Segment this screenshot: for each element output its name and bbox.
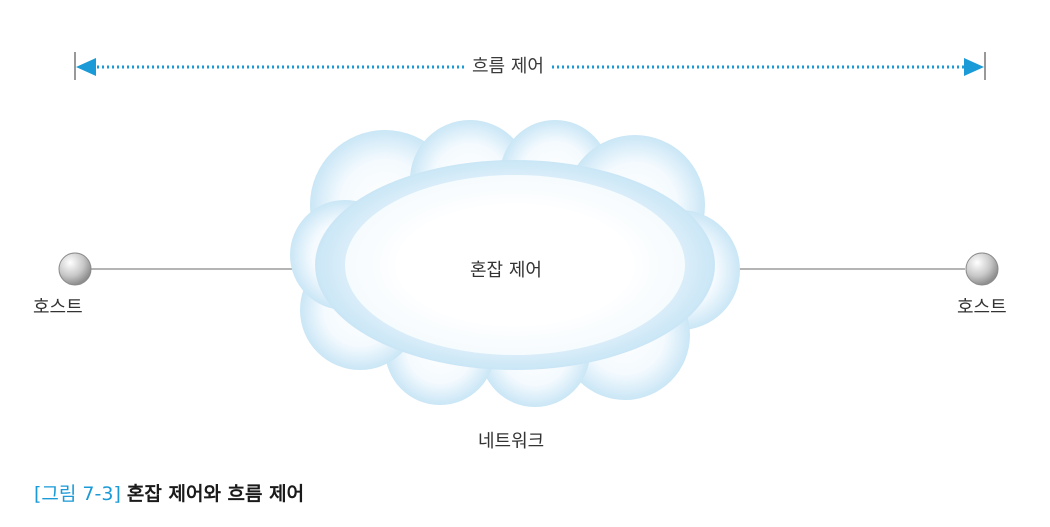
figure-caption: [그림 7-3] 혼잡 제어와 흐름 제어	[34, 485, 304, 504]
flow-arrow-left-head	[76, 58, 96, 76]
flow-arrow-right-head	[964, 58, 984, 76]
figure-number: [그림 7-3]	[34, 483, 121, 505]
flow-control-label: 흐름 제어	[464, 58, 552, 76]
host-right-node	[965, 252, 999, 286]
host-right-label: 호스트	[957, 297, 1007, 318]
host-left-label: 호스트	[33, 297, 83, 318]
congestion-control-label: 혼잡 제어	[470, 260, 542, 281]
network-cloud	[290, 120, 740, 407]
network-label: 네트워크	[478, 431, 545, 452]
flow-control-arrow	[74, 52, 986, 80]
host-left-node	[58, 252, 92, 286]
figure-title: 혼잡 제어와 흐름 제어	[126, 483, 305, 505]
